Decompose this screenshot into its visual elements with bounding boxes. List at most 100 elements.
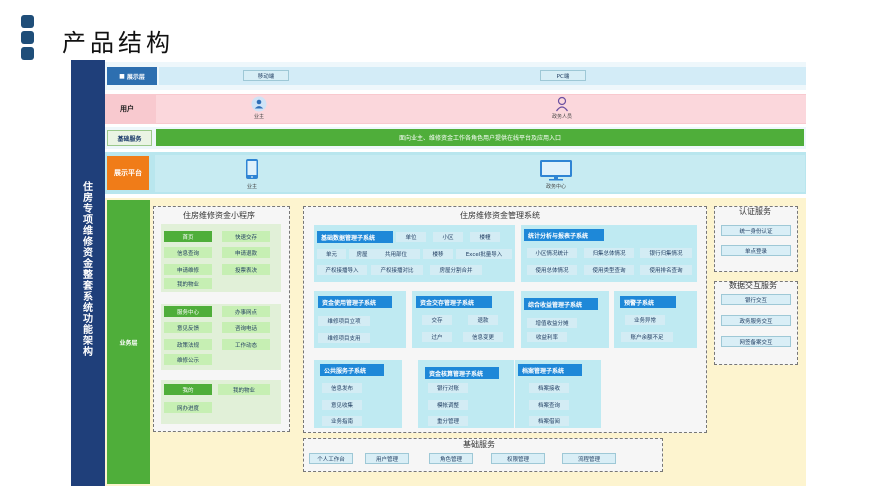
basic-services-title: 基础服务 [463,440,495,449]
funds-use-header[interactable]: 资金使用管理子系统 [318,296,392,308]
accounting-item-reconcile[interactable]: 银行对账 [428,383,468,393]
income-header[interactable]: 综合收益管理子系统 [524,298,598,310]
basic-item-unit[interactable]: 单位 [396,232,426,242]
mini-item-vote[interactable]: 投票表决 [222,264,270,275]
stats-item-community[interactable]: 小区情况统计 [527,248,577,258]
mini-item-home[interactable]: 首页 [164,231,212,242]
basic-svc-process-mgmt[interactable]: 流程管理 [562,453,616,464]
data-exchange-title: 数据交互服务 [729,281,777,290]
basic-item-house-split[interactable]: 房屋分割合并 [430,265,482,275]
phone-icon [245,158,259,180]
exchange-item-contract[interactable]: 网签备案交互 [721,336,791,347]
basic-item-excel-import[interactable]: Excel批量导入 [456,249,512,259]
page-title: 产品结构 [62,29,174,57]
title-decoration-square [21,31,34,44]
exchange-item-gov[interactable]: 政务服务交互 [721,315,791,326]
stats-item-bank-collect[interactable]: 银行归集情况 [640,248,692,258]
public-service-header[interactable]: 公共服务子系统 [320,364,384,376]
warning-header[interactable]: 预警子系统 [620,296,676,308]
basic-svc-permission-mgmt[interactable]: 权限管理 [491,453,545,464]
warning-item-balance[interactable]: 账户余额不足 [621,332,673,342]
archive-header[interactable]: 档案管理子系统 [518,364,582,376]
mini-item-mine[interactable]: 我的 [164,384,212,395]
accounting-item-adjust[interactable]: 模帐调整 [428,400,468,410]
exchange-item-bank[interactable]: 银行交互 [721,294,791,305]
business-layer-label: 业务层 [107,200,150,484]
auth-item-sso-identity[interactable]: 统一身份认证 [721,225,791,236]
basic-item-cell[interactable]: 单元 [317,249,346,259]
mini-item-info-query[interactable]: 信息查询 [164,247,212,258]
basic-item-property-compare[interactable]: 产权接播对比 [371,265,423,275]
mini-item-progress[interactable]: 网办进度 [164,402,212,413]
official-icon [555,96,569,112]
basic-svc-user-mgmt[interactable]: 用户管理 [365,453,409,464]
mini-item-outlets[interactable]: 办事网点 [222,306,270,317]
user-icon: ■ [119,72,125,80]
warning-item-exception[interactable]: 业务异常 [625,315,665,325]
stats-item-use-rank[interactable]: 使用排名查询 [640,265,692,275]
mini-item-news[interactable]: 工作动态 [222,339,270,350]
basic-item-house[interactable]: 房屋 [349,249,375,259]
base-service-desc: 面向业主、维修资金工作各角色用户提供在线平台及应用入口 [398,135,561,142]
title-decoration-square [21,15,34,28]
mini-item-repair[interactable]: 申请维修 [164,264,212,275]
basic-item-building[interactable]: 楼幢 [470,232,500,242]
auth-item-single-login[interactable]: 单点登录 [721,245,791,256]
funds-use-item-payment[interactable]: 维修项目支用 [318,333,370,343]
user-owner-label: 业主 [253,114,264,120]
auth-service-box [714,206,798,272]
basic-item-transfer[interactable]: 楼移 [423,249,453,259]
basic-svc-role-mgmt[interactable]: 角色管理 [429,453,473,464]
deposit-item-deposit[interactable]: 交存 [422,315,452,325]
deposit-item-transfer[interactable]: 过户 [422,332,452,342]
mini-item-mine-property[interactable]: 我的物业 [218,384,270,395]
display-item-pc[interactable]: PC端 [540,70,586,81]
mini-item-quick-deposit[interactable]: 快速交存 [222,231,270,242]
monitor-icon [538,159,574,181]
funds-deposit-header[interactable]: 资金交存管理子系统 [416,296,492,308]
accounting-item-manage[interactable]: 重分管理 [428,416,468,426]
income-item-share[interactable]: 增值收益分摊 [527,318,577,328]
user-row-label: 用户 [120,105,134,113]
platform-inner [155,155,805,192]
stats-item-collect-total[interactable]: 归集总体情况 [584,248,634,258]
display-layer-strip [159,67,806,85]
mini-item-feedback[interactable]: 意见反馈 [164,322,212,333]
mgmt-system-title: 住房维修资金管理系统 [460,211,540,220]
display-layer-label: ■ 展示层 [107,67,157,85]
archive-item-borrow[interactable]: 档案借阅 [529,416,569,426]
deposit-item-refund[interactable]: 退款 [468,315,498,325]
mini-item-repair-notice[interactable]: 维修公示 [164,354,212,365]
funds-use-item-project[interactable]: 维修项目立项 [318,316,370,326]
person-icon [251,96,267,112]
public-item-info[interactable]: 信息发布 [322,383,362,393]
deposit-item-info-change[interactable]: 信息变更 [463,332,503,342]
mini-program-title: 住房维修资金小程序 [183,211,255,220]
basic-svc-workbench[interactable]: 个人工作台 [309,453,353,464]
display-layer-label-text: 展示层 [126,73,145,81]
sidebar-title: 住房专项维修资金 整套系统功能架构 [83,182,93,358]
mini-item-refund[interactable]: 申请退款 [222,247,270,258]
basic-item-common-part[interactable]: 共用部位 [372,249,420,259]
public-item-opinion[interactable]: 意见收集 [322,400,362,410]
mini-item-policy[interactable]: 政策法规 [164,339,212,350]
archive-item-receive[interactable]: 档案接收 [529,383,569,393]
base-service-label: 基础服务 [107,130,152,146]
basic-data-header[interactable]: 基础数据管理子系统 [317,231,393,243]
stats-header[interactable]: 统计分析与报表子系统 [524,229,604,241]
sidebar-title-bar: 住房专项维修资金 整套系统功能架构 [71,60,105,486]
basic-item-property-import[interactable]: 产权接播导入 [317,265,367,275]
mini-item-my-property[interactable]: 我的物业 [164,278,212,289]
archive-item-query[interactable]: 档案查询 [529,400,569,410]
title-decoration-square [21,47,34,60]
income-item-rate[interactable]: 收益利率 [527,332,567,342]
platform-gov-label: 政务中心 [545,184,566,190]
public-item-guide[interactable]: 业务指南 [322,416,362,426]
basic-item-community[interactable]: 小区 [433,232,463,242]
mini-item-service-center[interactable]: 服务中心 [164,306,212,317]
stats-item-use-total[interactable]: 使用总体情况 [527,265,577,275]
display-item-mobile[interactable]: 移动端 [243,70,289,81]
mini-item-hotline[interactable]: 咨询电话 [222,322,270,333]
accounting-header[interactable]: 资金核算管理子系统 [425,367,499,379]
stats-item-use-type[interactable]: 使用类型查询 [584,265,634,275]
